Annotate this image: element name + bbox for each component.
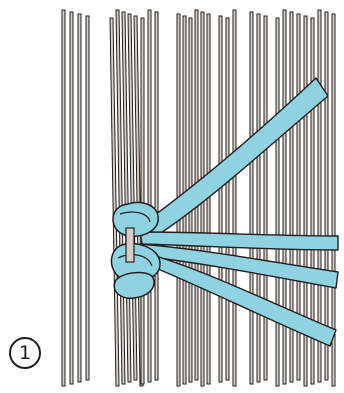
warp-thread [155, 12, 158, 380]
knot-loop-upper [113, 203, 158, 237]
cord-strands [140, 78, 338, 346]
step-number-badge: 1 [9, 337, 41, 369]
warp-thread [264, 16, 267, 380]
knot-wrap [111, 203, 160, 299]
warp-thread [283, 10, 286, 384]
warp-thread [233, 10, 236, 386]
warp-thread [70, 12, 73, 384]
step-number-label: 1 [19, 342, 31, 364]
warp-thread [141, 18, 144, 384]
warp-thread [148, 10, 151, 382]
warp-bundle-core [126, 228, 134, 262]
warp-thread [276, 18, 279, 386]
warp-thread [226, 18, 229, 380]
warp-thread [219, 16, 222, 382]
warp-thread [257, 14, 260, 382]
warp-thread [62, 10, 65, 386]
warp-thread [86, 16, 89, 380]
warp-thread [250, 12, 253, 384]
warp-thread [78, 14, 81, 382]
